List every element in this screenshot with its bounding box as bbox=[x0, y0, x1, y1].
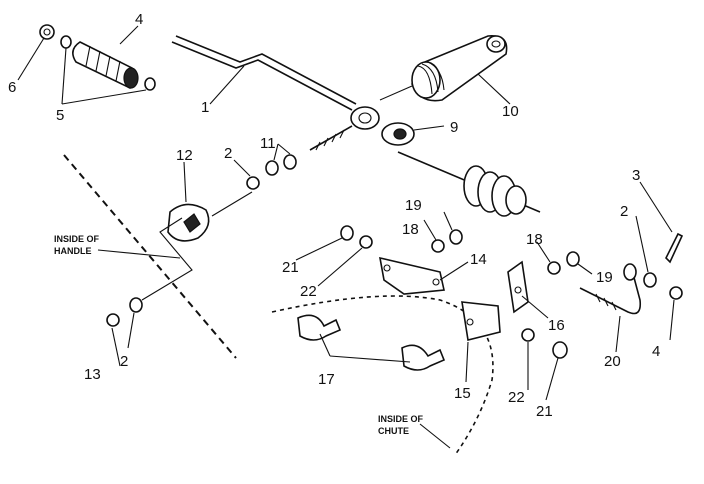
callout-7: 6 bbox=[8, 79, 16, 96]
callout-21-left: 21 bbox=[282, 259, 299, 276]
handle-knob-part-10 bbox=[379, 35, 508, 102]
nut-part-19-right bbox=[566, 251, 580, 267]
nut-part-11 bbox=[265, 154, 297, 176]
note-handle-line1: INSIDE OF bbox=[54, 234, 100, 244]
chute-boundary-line bbox=[271, 295, 494, 456]
callout-12: 12 bbox=[176, 147, 193, 164]
callout-5: 4 bbox=[135, 11, 143, 28]
washer-part-18-right bbox=[547, 261, 561, 275]
callout-18-right: 18 bbox=[526, 231, 543, 248]
callout-11: 11 bbox=[260, 135, 276, 152]
callout-6: 5 bbox=[56, 107, 64, 124]
washer-part-7 bbox=[39, 24, 55, 40]
callout-16: 16 bbox=[548, 317, 565, 334]
nut-part-19-left bbox=[449, 229, 463, 245]
note-handle-line2: HANDLE bbox=[54, 246, 92, 256]
callout-2-right: 2 bbox=[620, 203, 628, 220]
note-chute-line1: INSIDE OF bbox=[378, 414, 424, 424]
callout-10: 10 bbox=[502, 103, 519, 120]
callout-13: 13 bbox=[84, 366, 101, 383]
leader-lines bbox=[17, 25, 675, 449]
nut-part-13 bbox=[106, 313, 120, 327]
handle-link bbox=[141, 217, 193, 301]
callout-20: 20 bbox=[604, 353, 621, 370]
cotter-pin-part-3 bbox=[665, 232, 684, 264]
washer-part-22-right bbox=[521, 328, 535, 342]
callout-4: 4 bbox=[652, 343, 660, 360]
nut-part-21-right bbox=[552, 341, 568, 359]
bracket-part-16 bbox=[507, 260, 529, 314]
callout-2-lower: 2 bbox=[120, 353, 128, 370]
callout-17: 17 bbox=[318, 371, 335, 388]
washer-part-2-upper bbox=[246, 176, 260, 190]
pin-part-4 bbox=[669, 286, 683, 300]
callout-1: 1 bbox=[201, 99, 209, 116]
washer-part-22-left bbox=[359, 235, 373, 249]
callout-18-left: 18 bbox=[402, 221, 419, 238]
washer-part-2-lower bbox=[129, 297, 143, 313]
callout-14: 14 bbox=[470, 251, 487, 268]
note-chute-line2: CHUTE bbox=[378, 426, 409, 436]
callout-9: 9 bbox=[450, 119, 458, 136]
callout-3: 3 bbox=[632, 167, 640, 184]
callout-22-right: 22 bbox=[508, 389, 525, 406]
callout-19-left: 19 bbox=[405, 197, 422, 214]
grip-part-5 bbox=[72, 41, 139, 89]
carriage-bolt-part-17 bbox=[297, 314, 446, 371]
nut-part-9 bbox=[381, 122, 415, 146]
callout-21-right: 21 bbox=[536, 403, 553, 420]
handle-boundary-line bbox=[63, 154, 237, 359]
bracket-part-15 bbox=[461, 301, 501, 341]
cam-part-12 bbox=[167, 191, 253, 242]
spring-assembly bbox=[397, 151, 541, 217]
washer-part-18-left bbox=[431, 239, 445, 253]
bracket-part-14 bbox=[378, 256, 445, 295]
rod-part-20 bbox=[579, 263, 642, 315]
callout-2-upper: 2 bbox=[224, 145, 232, 162]
callout-19-right: 19 bbox=[596, 269, 613, 286]
nut-part-21-left bbox=[340, 225, 354, 241]
washer-part-2-right bbox=[643, 272, 657, 288]
shift-rod-part-1 bbox=[171, 35, 380, 151]
callout-22-left: 22 bbox=[300, 283, 317, 300]
callout-15: 15 bbox=[454, 385, 471, 402]
